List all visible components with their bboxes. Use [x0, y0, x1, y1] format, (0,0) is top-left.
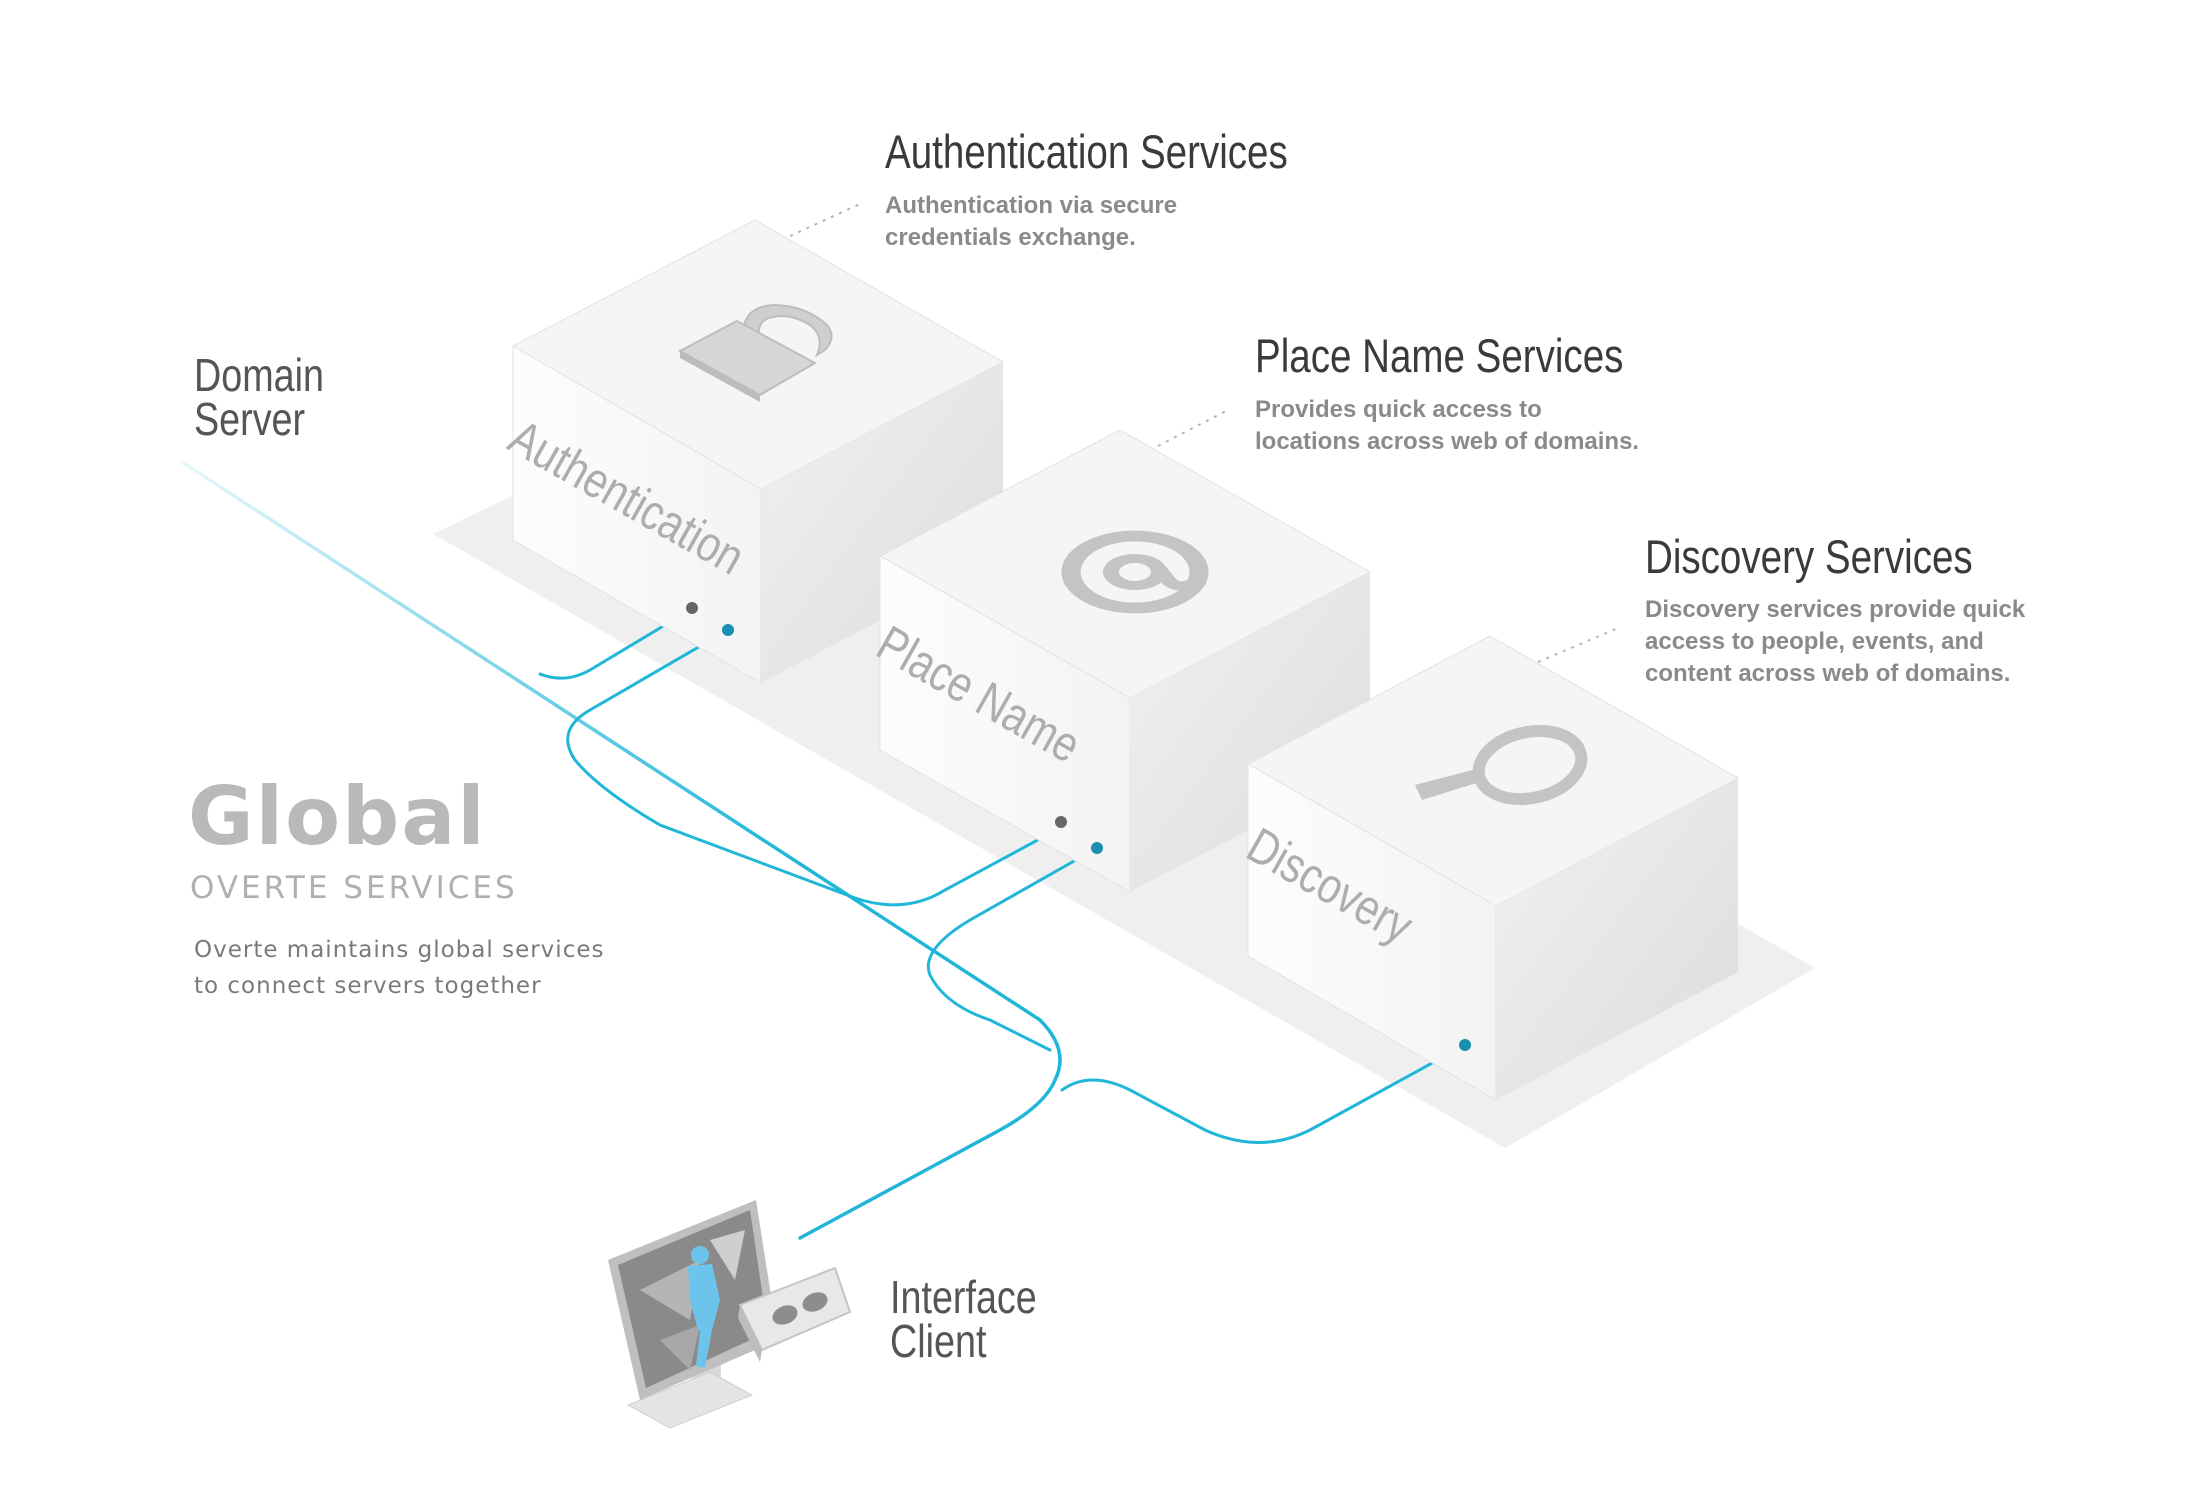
discovery-port-cyan — [1459, 1039, 1471, 1051]
monitor-foot — [626, 1371, 754, 1429]
link-discovery — [1060, 1043, 1467, 1144]
at-sign-icon — [1061, 530, 1209, 614]
connector-lines — [180, 460, 1467, 1240]
lock-icon — [677, 303, 833, 402]
authentication-box-side — [761, 362, 1003, 683]
place-name-port-grey — [1055, 816, 1067, 828]
link-authentication-b — [566, 628, 1062, 907]
link-place-name — [927, 846, 1099, 1052]
authentication-box[interactable] — [511, 219, 1005, 684]
leader-authentication — [789, 203, 861, 237]
place-name-box[interactable] — [878, 429, 1372, 893]
monitor-vr-headset-icon — [608, 1200, 852, 1429]
magnifier-icon — [1415, 724, 1588, 806]
authentication-port-grey — [686, 602, 698, 614]
interface-client-label: Interface Client — [890, 1271, 1037, 1367]
discovery-box[interactable] — [1246, 635, 1740, 1101]
place-name-box-side — [1130, 572, 1370, 892]
monitor-screen-shard-3 — [660, 1325, 700, 1370]
authentication-services-description: Authentication via secure credentials ex… — [885, 192, 1178, 251]
vr-headset — [738, 1266, 852, 1362]
discovery-services-description: Discovery services provide quick access … — [1645, 596, 2026, 687]
place-name-port-cyan — [1091, 842, 1103, 854]
monitor-screen-shard-1 — [640, 1260, 700, 1320]
discovery-services-title: Discovery Services — [1645, 530, 1973, 583]
monitor-screen-shard-2 — [710, 1230, 745, 1280]
authentication-port-cyan — [722, 624, 734, 636]
place-name-services-description: Provides quick access to locations acros… — [1255, 396, 1640, 455]
avatar-figure — [688, 1246, 720, 1368]
discovery-box-side — [1496, 778, 1738, 1100]
global-subtitle: OVERTE SERVICES — [190, 870, 518, 906]
global-description: Overte maintains global services to conn… — [194, 937, 605, 999]
domain-server-trunk — [180, 460, 1062, 1240]
global-title: Global — [188, 770, 487, 863]
authentication-services-title: Authentication Services — [885, 125, 1288, 178]
link-authentication-a — [538, 608, 692, 680]
domain-server-label: Domain Server — [194, 349, 324, 445]
place-name-services-title: Place Name Services — [1255, 329, 1624, 382]
leader-discovery — [1537, 627, 1619, 663]
leader-place-name — [1157, 409, 1229, 447]
